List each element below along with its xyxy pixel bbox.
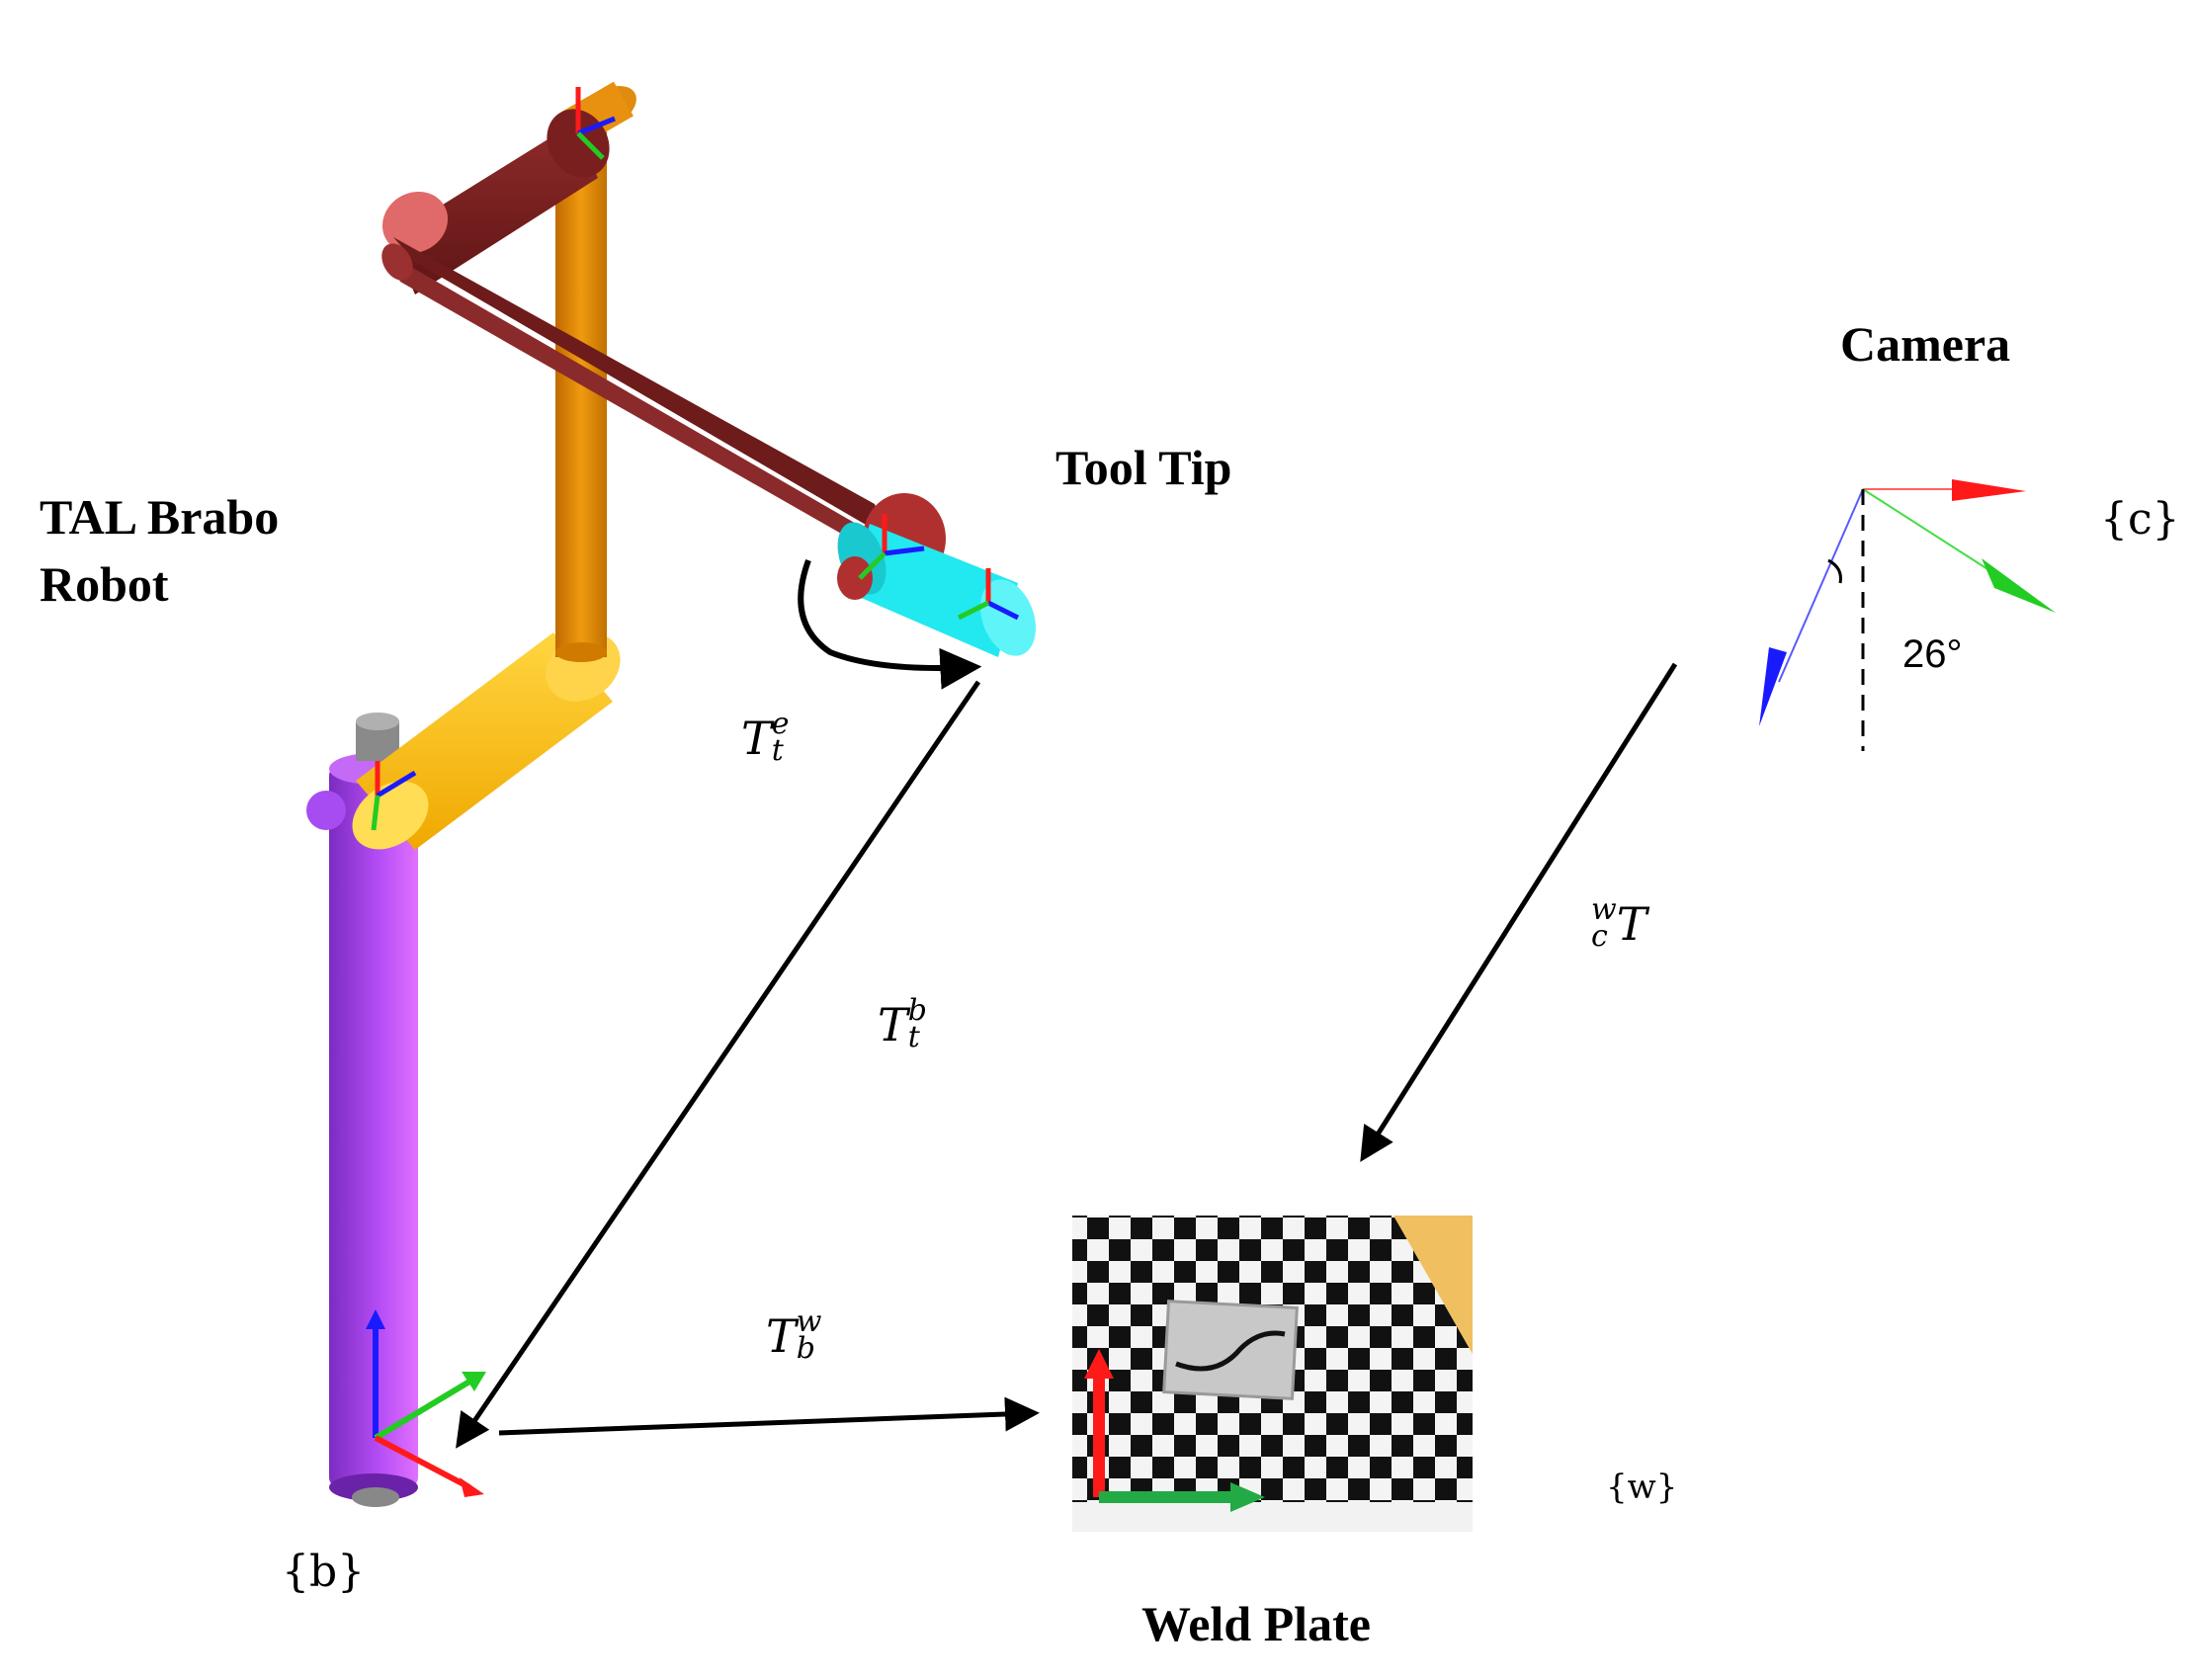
- base-to-world-arrow: [498, 1396, 1040, 1436]
- world-frame-label: {w}: [1606, 1468, 1678, 1507]
- world-frame-axes: [1084, 1349, 1265, 1512]
- angle-arc: [1827, 558, 1842, 584]
- tool: [837, 493, 1037, 657]
- transform-arrows: [456, 558, 1678, 1449]
- forearm-link: [381, 109, 889, 558]
- robot-model: [306, 81, 1037, 1507]
- joint-triads: [371, 87, 1020, 831]
- camera-frame-axes: [1759, 479, 2056, 751]
- camera-frame-label: {c}: [2100, 494, 2180, 545]
- robot-label-line1: TAL Brabo: [40, 489, 280, 545]
- base-frame-axes: [366, 1309, 486, 1497]
- weld-plate-photo: [1072, 1216, 1473, 1532]
- tool-to-base-arrow: [456, 680, 981, 1449]
- weld-plate-label: Weld Plate: [1141, 1596, 1371, 1651]
- robot-label: TAL Brabo Robot: [40, 484, 279, 618]
- base-frame-label: {b}: [282, 1547, 366, 1597]
- tool-tip-label: Tool Tip: [1055, 440, 1232, 495]
- angle-label: 26°: [1902, 632, 1963, 676]
- tool-rotation-arrow: [798, 558, 982, 690]
- robot-label-line2: Robot: [40, 555, 169, 612]
- camera-label: Camera: [1840, 316, 2011, 372]
- camera-to-world-arrow: [1360, 662, 1678, 1162]
